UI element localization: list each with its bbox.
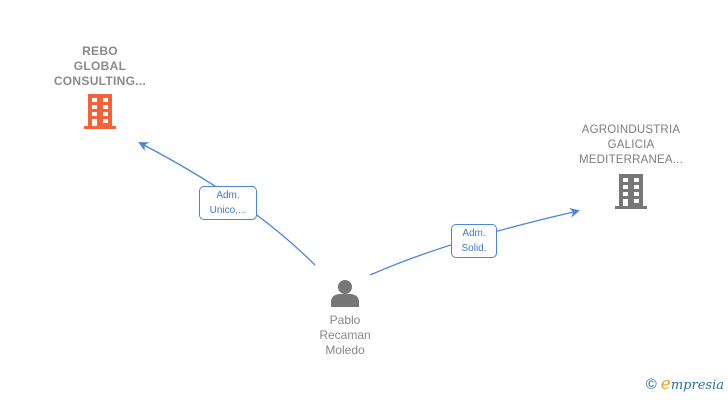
person-icon[interactable] bbox=[330, 279, 360, 307]
building-icon[interactable] bbox=[615, 174, 647, 210]
person-name[interactable]: Pablo Recaman Moledo bbox=[319, 313, 371, 357]
empresia-footer: © empresia bbox=[646, 374, 724, 394]
copyright-icon: © bbox=[645, 375, 657, 393]
edge-label-role[interactable]: Adm. Unico,... bbox=[199, 186, 257, 220]
edge-label-role[interactable]: Adm. Solid. bbox=[451, 224, 497, 258]
company-name-agroindustria[interactable]: AGROINDUSTRIA GALICIA MEDITERRANEA... bbox=[579, 124, 683, 166]
empresia-logo[interactable]: empresia bbox=[660, 374, 724, 394]
company-name-rebo[interactable]: REBO GLOBAL CONSULTING... bbox=[53, 44, 147, 88]
building-icon[interactable] bbox=[84, 94, 116, 130]
